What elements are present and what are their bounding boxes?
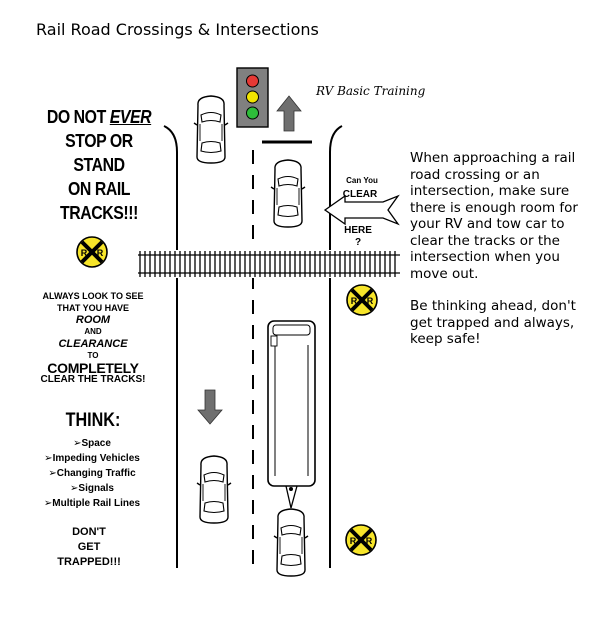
rr-crossing-sign-left: R R: [75, 235, 109, 269]
warning-line5: TRACKS!!!: [60, 203, 138, 223]
look-completely: COMPLETELY: [47, 360, 139, 376]
car-oncoming-top: [193, 95, 229, 164]
dont-line3: TRAPPED!!!: [57, 556, 121, 568]
description: When approaching a rail road crossing or…: [410, 150, 595, 364]
rr-letter: R: [366, 536, 373, 546]
look-line2: THAT YOU HAVE: [56, 303, 129, 313]
description-paragraph-2: Be thinking ahead, don't get trapped and…: [410, 298, 576, 347]
light-yellow: [246, 90, 259, 104]
tow-car: [273, 508, 309, 577]
light-green: [246, 106, 259, 120]
rr-letter: R: [350, 536, 357, 546]
sign-can-you: Can You: [346, 176, 378, 185]
clearance-reminder: ALWAYS LOOK TO SEE THAT YOU HAVE ROOM AN…: [18, 290, 168, 386]
warning-ever: EVER: [109, 107, 152, 127]
sign-clear: CLEAR: [343, 189, 378, 200]
look-to: TO: [87, 351, 99, 360]
light-red: [246, 74, 259, 88]
look-room: ROOM: [75, 314, 111, 326]
tip-item: Changing Traffic: [6, 466, 178, 481]
warning-line4: ON RAIL: [67, 179, 131, 199]
car-waiting-at-light: [270, 159, 306, 228]
tip-item: Multiple Rail Lines: [6, 496, 178, 511]
sign-question: ?: [355, 237, 361, 248]
up-arrow: [276, 95, 302, 132]
rr-letter: R: [351, 296, 358, 306]
rr-letter: R: [81, 248, 88, 258]
down-arrow: [197, 389, 223, 425]
tip-item: Signals: [6, 481, 178, 496]
rr-letter: R: [367, 296, 374, 306]
rr-crossing-sign-right: R R: [345, 283, 379, 317]
sign-here: HERE: [344, 225, 372, 236]
warning-line3: STAND: [73, 155, 125, 175]
rr-letter: R: [97, 248, 104, 258]
look-clearance: CLEARANCE: [58, 338, 128, 350]
car-oncoming-bottom: [196, 455, 232, 524]
tip-item: Impeding Vehicles: [6, 451, 178, 466]
warning-line2: STOP OR: [65, 131, 133, 151]
dont-line1: DON'T: [72, 526, 106, 538]
clear-here-sign: Can You CLEAR HERE ?: [323, 176, 400, 248]
rr-crossing-sign-bottom: R R: [344, 523, 378, 557]
look-clear-tracks: CLEAR THE TRACKS!: [40, 374, 146, 385]
railroad-tracks: [138, 250, 400, 278]
tip-item: Space: [6, 436, 178, 451]
brand-logo-text: RV Basic Training: [316, 84, 426, 98]
dont-get-trapped: DON'T GET TRAPPED!!!: [24, 525, 154, 570]
think-heading: THINK:: [65, 410, 121, 431]
traffic-light: [236, 67, 269, 128]
road-left-edge: [163, 125, 178, 568]
warning-line1: DO NOT: [46, 107, 110, 127]
look-and: AND: [84, 327, 102, 336]
description-paragraph-1: When approaching a rail road crossing or…: [410, 150, 578, 282]
warning-stop-on-tracks: DO NOT EVER STOP OR STAND ON RAIL TRACKS…: [33, 105, 165, 225]
look-line1: ALWAYS LOOK TO SEE: [42, 291, 144, 301]
dont-line2: GET: [77, 541, 101, 553]
rv-motorhome: [267, 320, 316, 509]
page-title: Rail Road Crossings & Intersections: [36, 20, 319, 39]
tips-list: Space Impeding Vehicles Changing Traffic…: [6, 436, 178, 511]
road-right-edge: [329, 125, 343, 568]
